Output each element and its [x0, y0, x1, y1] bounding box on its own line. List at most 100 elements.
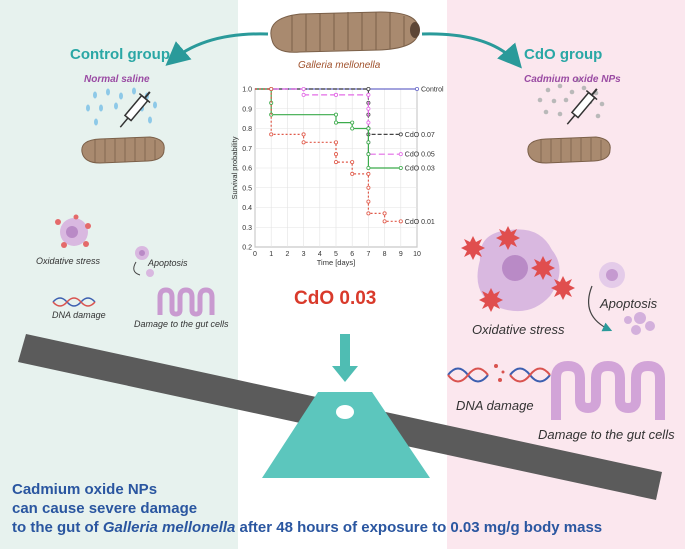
control-larva-icon [81, 136, 165, 164]
conclusion-species: Galleria mellonella [102, 519, 236, 536]
x-tick-label: 0 [253, 251, 257, 258]
fulcrum-pivot [336, 405, 354, 419]
y-tick-label: 0.9 [242, 106, 252, 113]
series-label: CdO 0.05 [405, 152, 435, 159]
seesaw-fulcrum [262, 392, 430, 478]
control-gut-icon [157, 287, 215, 317]
saline-syringe-icon [86, 87, 157, 128]
x-tick-label: 5 [334, 251, 338, 258]
series-point [382, 211, 387, 216]
control-gut-damage-label: Damage to the gut cells [134, 319, 229, 329]
series-point [366, 106, 371, 111]
cdo-apoptosis-icon [588, 262, 655, 335]
series-label: Control [421, 87, 444, 94]
cdo-gut-damage-label: Damage to the gut cells [538, 427, 675, 442]
series-point [366, 152, 371, 157]
y-tick-label: 0.5 [242, 185, 252, 192]
series-point [333, 92, 338, 97]
cdo-group-title: CdO group [524, 46, 603, 63]
control-group-title: Control group [70, 46, 170, 63]
series-point [366, 211, 371, 216]
series-point [350, 171, 355, 176]
series-label: CdO 0.07 [405, 132, 435, 139]
series-point [366, 185, 371, 190]
series-point [301, 87, 306, 92]
cdo-larva-icon [527, 136, 611, 164]
cdo-apoptosis-label: Apoptosis [600, 296, 658, 311]
cdo-oxidative-stress-label: Oxidative stress [472, 322, 565, 337]
series-point [382, 219, 387, 224]
control-oxidative-stress-label: Oxidative stress [36, 256, 101, 266]
organism-label: Galleria mellonella [298, 60, 381, 71]
series-point [366, 92, 371, 97]
control-apoptosis-label: Apoptosis [148, 258, 188, 268]
series-point [333, 112, 338, 117]
series-point [366, 199, 371, 204]
y-tick-label: 0.8 [242, 126, 252, 133]
series-point [398, 152, 403, 157]
series-point [333, 160, 338, 165]
x-tick-label: 6 [350, 251, 354, 258]
y-tick-label: 0.2 [242, 245, 252, 252]
series-point [398, 132, 403, 137]
conclusion-line-1: Cadmium oxide NPs [12, 481, 158, 498]
cdo-dna-damage-label: DNA damage [456, 398, 534, 413]
series-label: CdO 0.03 [405, 166, 435, 173]
series-point [366, 120, 371, 125]
x-tick-label: 1 [269, 251, 273, 258]
series-point [269, 87, 274, 92]
cdo-syringe-icon [537, 77, 605, 125]
conclusion-line-3-suffix: after 48 hours of exposure to 0.03 mg/g … [235, 519, 603, 536]
series-point [333, 140, 338, 145]
control-dna-damage-label: DNA damage [52, 310, 106, 320]
series-point [350, 126, 355, 131]
y-axis-label: Survival probability [230, 136, 239, 199]
arrow-to-control [165, 32, 269, 66]
series-point [333, 152, 338, 157]
series-point [366, 171, 371, 176]
control-oxidative-stress-icon [55, 214, 91, 248]
series-point [333, 120, 338, 125]
x-tick-label: 3 [302, 251, 306, 258]
y-tick-label: 0.6 [242, 166, 252, 173]
control-treatment-label: Normal saline [84, 74, 150, 85]
highlight-concentration: CdO 0.03 [294, 288, 377, 309]
control-panel-background [0, 0, 238, 549]
x-tick-label: 10 [413, 251, 421, 258]
x-tick-label: 2 [285, 251, 289, 258]
series-point [350, 120, 355, 125]
down-arrow-icon [332, 334, 358, 382]
series-point [301, 140, 306, 145]
series-point [398, 165, 403, 170]
control-dna-icon [52, 297, 96, 307]
series-point [269, 132, 274, 137]
series-point [366, 87, 371, 92]
x-tick-label: 7 [366, 251, 370, 258]
series-point [366, 165, 371, 170]
y-tick-label: 1.0 [242, 87, 252, 94]
x-tick-label: 9 [399, 251, 403, 258]
series-point [301, 92, 306, 97]
y-tick-label: 0.7 [242, 146, 252, 153]
conclusion-text: Cadmium oxide NPs can cause severe damag… [12, 480, 602, 537]
x-tick-label: 4 [318, 251, 322, 258]
series-point [414, 87, 419, 92]
galleria-larva-icon [270, 11, 420, 53]
series-point [398, 219, 403, 224]
series-point [366, 126, 371, 131]
control-apoptosis-icon [133, 246, 154, 277]
conclusion-line-2: can cause severe damage [12, 500, 198, 517]
series-point [301, 132, 306, 137]
cdo-dna-icon [447, 364, 551, 383]
cdo-gut-icon [551, 360, 665, 420]
y-tick-label: 0.3 [242, 225, 252, 232]
cdo-treatment-label: Cadmium oxide NPs [524, 74, 621, 85]
series-point [350, 160, 355, 165]
conclusion-line-3: to the gut of Galleria mellonella after … [12, 518, 602, 537]
series-label: CdO 0.01 [405, 219, 435, 226]
series-point [366, 140, 371, 145]
conclusion-line-3-prefix: to the gut of [12, 519, 103, 536]
